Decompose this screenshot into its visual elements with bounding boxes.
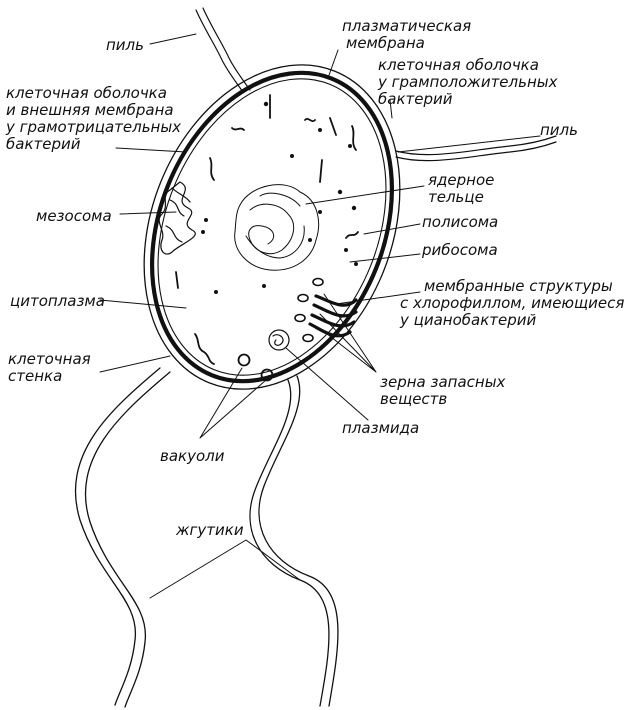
label-pili-right: пиль xyxy=(540,122,578,139)
label-gram-negative-wall-line-3: у грамотрицательных xyxy=(6,119,181,136)
pilus-top xyxy=(196,8,250,92)
label-plasma-membrane-line-2: мембрана xyxy=(342,35,471,52)
label-pili-top: пиль xyxy=(106,37,144,54)
label-nucleoid: ядерное тельце xyxy=(428,172,494,206)
label-gram-positive-wall-line-3: бактерий xyxy=(378,91,558,108)
label-storage-granules: зерна запасных веществ xyxy=(380,374,505,408)
label-gram-negative-wall-line-1: клеточная оболочка xyxy=(6,85,181,102)
plasmid xyxy=(269,330,289,350)
label-mesosome: мезосома xyxy=(36,208,112,225)
label-gram-negative-wall-line-2: и внешняя мембрана xyxy=(6,102,181,119)
label-ribosome: рибосома xyxy=(422,242,498,259)
label-storage-granules-line-1: зерна запасных xyxy=(380,374,505,391)
storage-granules xyxy=(295,279,323,342)
label-gram-positive-wall-line-2: у грамположительных xyxy=(378,74,558,91)
label-nucleoid-line-1: ядерное xyxy=(428,172,494,189)
label-thylakoids-line-1: мембранные структуры xyxy=(400,278,624,295)
label-cell-wall-line-1: клеточная xyxy=(8,351,91,368)
nucleoid xyxy=(235,185,319,271)
label-cytoplasm: цитоплазма xyxy=(10,293,105,310)
label-plasma-membrane: плазматическая мембрана xyxy=(342,18,471,52)
label-gram-positive-wall-line-1: клеточная оболочка xyxy=(378,57,558,74)
label-nucleoid-line-2: тельце xyxy=(428,189,494,206)
label-gram-positive-wall: клеточная оболочка у грамположительных б… xyxy=(378,57,558,108)
label-gram-negative-wall: клеточная оболочка и внешняя мембрана у … xyxy=(6,85,181,153)
label-thylakoids-line-2: с хлорофиллом, имеющиеся xyxy=(400,295,624,312)
label-storage-granules-line-2: веществ xyxy=(380,391,505,408)
label-flagella: жгутики xyxy=(176,522,244,539)
pilus-right xyxy=(396,136,556,161)
label-thylakoids-line-3: у цианобактерий xyxy=(400,312,624,329)
flagellum-right xyxy=(250,376,338,706)
label-cell-wall: клеточная стенка xyxy=(8,351,91,385)
label-polysome: полисома xyxy=(422,214,498,231)
label-plasma-membrane-line-1: плазматическая xyxy=(342,18,471,35)
label-cell-wall-line-2: стенка xyxy=(8,368,91,385)
label-thylakoids: мембранные структуры с хлорофиллом, имею… xyxy=(400,278,624,329)
label-plasmid: плазмида xyxy=(342,420,419,437)
label-vacuoles: вакуоли xyxy=(160,448,224,465)
flagellum-left xyxy=(75,368,170,707)
label-gram-negative-wall-line-4: бактерий xyxy=(6,136,181,153)
